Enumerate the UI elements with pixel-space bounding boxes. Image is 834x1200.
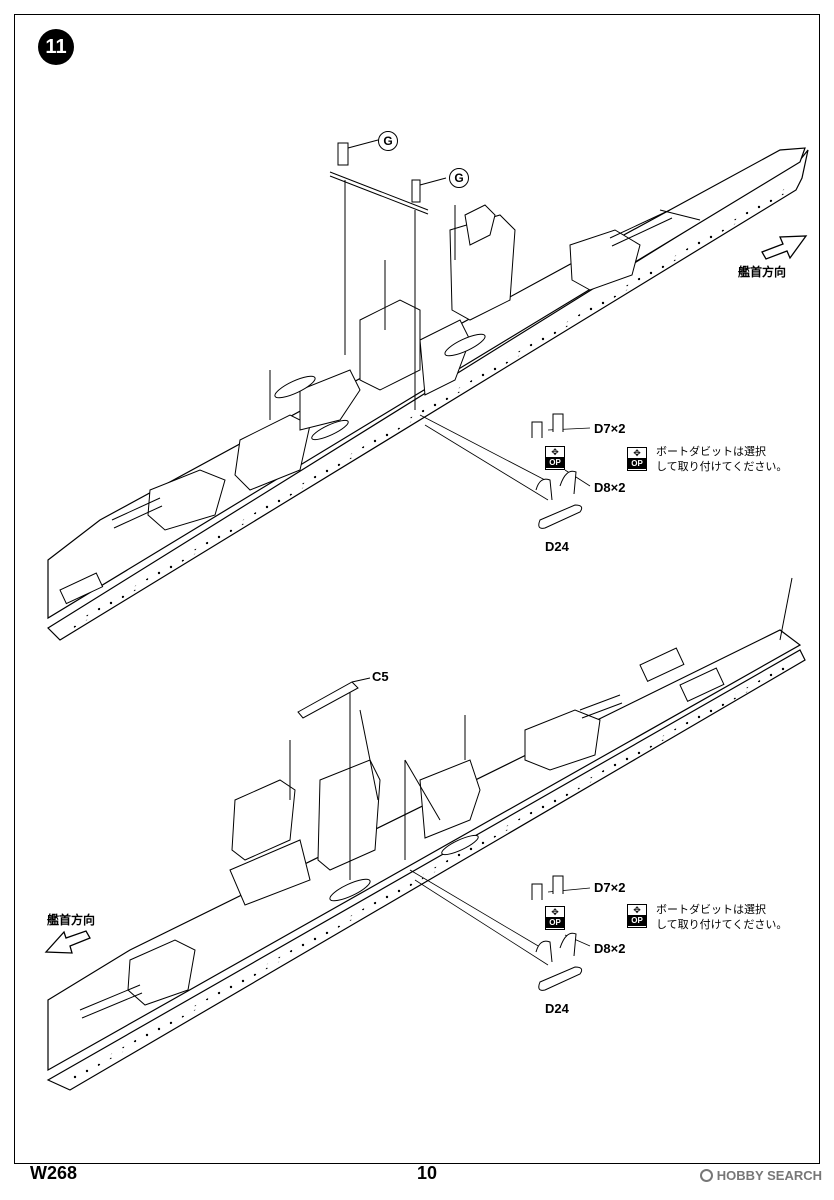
- part-label-d24: D24: [545, 539, 569, 554]
- option-icon: ✥ OP: [627, 447, 647, 471]
- part-label-d8: D8×2: [594, 941, 626, 956]
- part-label-d7: D7×2: [594, 880, 626, 895]
- bottom-c5-part: [297, 677, 371, 720]
- page-frame: [14, 14, 820, 1164]
- option-note: ボートダビットは選択 して取り付けてください。: [656, 445, 788, 473]
- bottom-direction-arrow: [44, 930, 91, 954]
- option-icon: ✥ OP: [545, 906, 565, 930]
- top-davit-parts: [531, 413, 583, 529]
- part-callout-g: G: [378, 131, 398, 151]
- page-number: 10: [417, 1163, 438, 1183]
- top-ship-portholes: [68, 186, 792, 630]
- option-glyph-icon: ✥: [633, 448, 641, 458]
- bottom-davit-parts: [531, 875, 583, 991]
- top-ship-superstructure: [59, 204, 701, 605]
- option-note: ボートダビットは選択 して取り付けてください。: [656, 903, 788, 931]
- part-callout-g: G: [449, 168, 469, 188]
- option-icon: ✥ OP: [545, 446, 565, 470]
- top-mast-part: [329, 139, 447, 410]
- part-label-d7: D7×2: [594, 421, 626, 436]
- option-icon: ✥ OP: [627, 904, 647, 928]
- product-code: W268: [30, 1163, 78, 1183]
- option-glyph-icon: ✥: [551, 447, 559, 457]
- bottom-ship-hull: [46, 629, 806, 1091]
- top-direction-arrow: [761, 235, 808, 260]
- bottom-ship-portholes: [69, 663, 791, 1082]
- step-number-badge: 11: [38, 29, 74, 65]
- bottom-ship-superstructure: [79, 577, 793, 1019]
- option-glyph-icon: ✥: [633, 905, 641, 915]
- bow-direction-label: 艦首方向: [738, 265, 787, 279]
- option-glyph-icon: ✥: [551, 907, 559, 917]
- bow-direction-label: 艦首方向: [47, 913, 96, 927]
- part-label-c5: C5: [372, 669, 389, 684]
- watermark: HOBBY SEARCH: [699, 1168, 822, 1183]
- part-label-d8: D8×2: [594, 480, 626, 495]
- part-label-d24: D24: [545, 1001, 569, 1016]
- hobby-search-logo-icon: [699, 1169, 713, 1182]
